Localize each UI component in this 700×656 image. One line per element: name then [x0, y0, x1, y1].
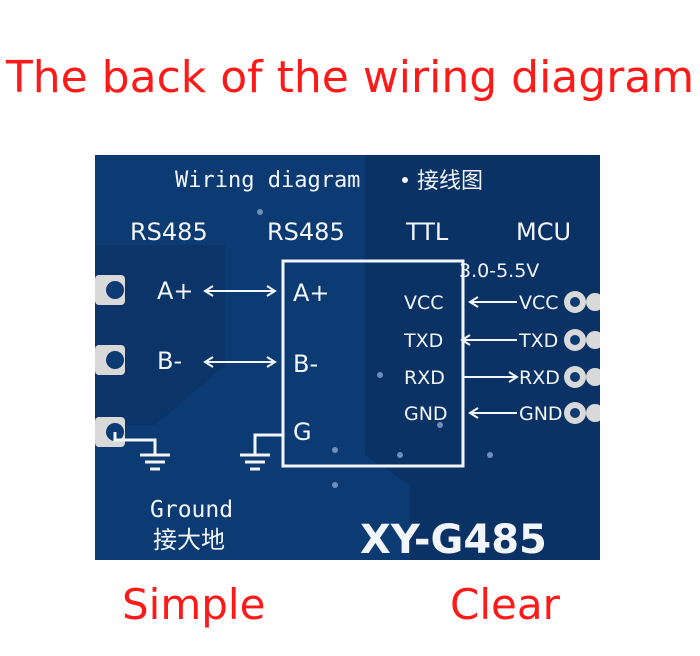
left-pin-a: A+ [157, 277, 194, 305]
column-header-mcu: MCU [516, 218, 571, 246]
mcu-pin-vcc: VCC [519, 292, 559, 314]
chip-outline [281, 259, 465, 468]
left-arrows [203, 285, 277, 368]
column-header-rs485-left: RS485 [130, 218, 208, 246]
ttl-pin-txd: TXD [403, 330, 443, 352]
caption-clear: Clear [450, 580, 560, 629]
vias [257, 209, 493, 488]
ground-symbol-left [113, 432, 170, 471]
middle-pin-b: B- [293, 350, 318, 378]
page-title: The back of the wiring diagram [5, 52, 695, 103]
middle-pin-a: A+ [293, 279, 330, 307]
ground-label: Ground [150, 497, 233, 523]
pcb-board: Wiring diagram 接线图 RS485 RS485 TTL MCU A… [95, 155, 600, 560]
ground-cn-label: 接大地 [153, 526, 225, 554]
copper-pour-right [365, 155, 600, 560]
board-graphic: Wiring diagram 接线图 RS485 RS485 TTL MCU A… [95, 155, 600, 560]
copper-pour-left [95, 245, 225, 425]
model-label: XY-G485 [360, 517, 547, 560]
header-dot [402, 177, 408, 183]
left-pad-hole-2 [106, 351, 124, 369]
caption-simple: Simple [122, 580, 266, 629]
ttl-pin-gnd: GND [404, 403, 448, 425]
voltage-label: 3.0-5.5V [459, 260, 539, 282]
column-header-ttl: TTL [405, 218, 449, 246]
ground-symbol-mid [240, 433, 283, 471]
mcu-pin-gnd: GND [519, 403, 563, 425]
ttl-pin-vcc: VCC [404, 292, 444, 314]
mcu-pin-txd: TXD [518, 330, 558, 352]
left-pin-b: B- [157, 347, 182, 375]
right-arrows [460, 296, 519, 419]
mcu-pin-rxd: RXD [519, 367, 560, 389]
right-pads [564, 291, 600, 424]
header-label: Wiring diagram [175, 168, 360, 193]
left-pad-hole-1 [106, 281, 124, 299]
header-cn-label: 接线图 [417, 169, 483, 194]
middle-pin-g: G [293, 418, 312, 446]
column-header-rs485-mid: RS485 [267, 218, 345, 246]
ttl-pin-rxd: RXD [404, 367, 445, 389]
